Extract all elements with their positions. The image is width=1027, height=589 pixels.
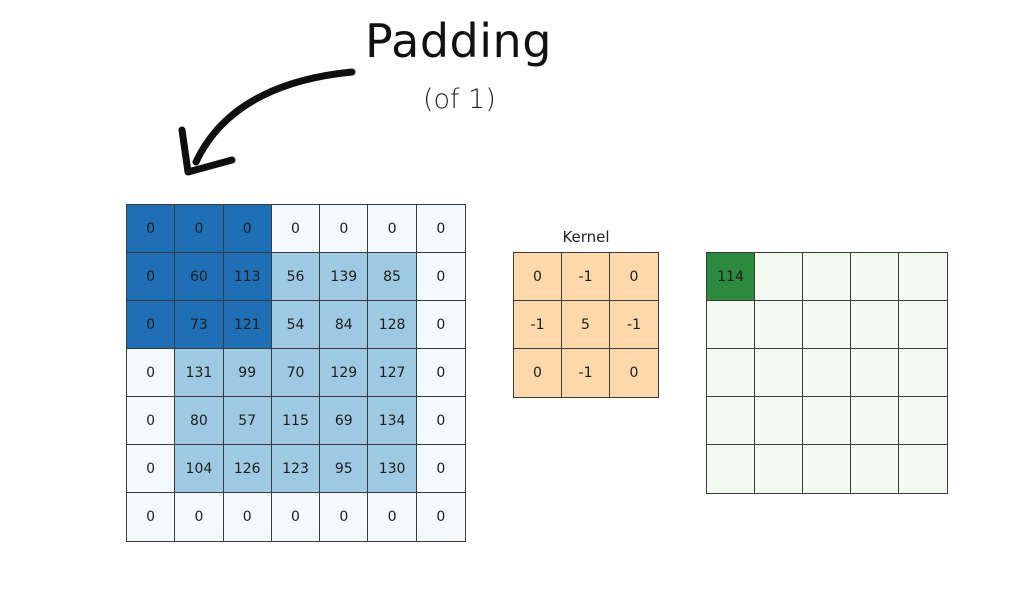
input-cell: 139 (320, 253, 369, 301)
output-cell (707, 445, 755, 493)
input-cell: 80 (175, 397, 224, 445)
output-cell (707, 397, 755, 445)
input-cell: 85 (368, 253, 417, 301)
output-cell (803, 349, 851, 397)
input-cell: 0 (416, 253, 465, 301)
diagram-title: Padding (365, 14, 552, 68)
input-cell: 115 (271, 397, 321, 445)
output-cell (851, 397, 899, 445)
input-cell: 56 (271, 253, 321, 301)
input-cell: 0 (271, 205, 321, 253)
input-cell: 0 (368, 205, 417, 253)
kernel-cell: 0 (610, 253, 658, 301)
input-cell: 95 (320, 445, 369, 493)
output-cell (899, 253, 947, 301)
input-cell: 104 (175, 445, 224, 493)
input-cell: 60 (175, 253, 224, 301)
output-cell (899, 445, 947, 493)
output-cell (803, 445, 851, 493)
output-cell (899, 301, 947, 349)
input-cell: 121 (223, 301, 272, 349)
output-cell (851, 349, 899, 397)
output-cell: 114 (707, 253, 755, 301)
input-cell: 0 (127, 349, 176, 397)
input-cell: 0 (416, 397, 465, 445)
input-cell: 130 (368, 445, 417, 493)
input-cell: 0 (416, 445, 465, 493)
output-cell (755, 445, 803, 493)
input-cell: 0 (223, 493, 272, 541)
input-cell: 73 (175, 301, 224, 349)
input-cell: 99 (223, 349, 272, 397)
output-cell (707, 301, 755, 349)
input-cell: 128 (368, 301, 417, 349)
input-cell: 113 (223, 253, 272, 301)
diagram-subtitle: (of 1) (423, 84, 496, 115)
output-cell (755, 301, 803, 349)
input-cell: 0 (416, 349, 465, 397)
output-cell (755, 397, 803, 445)
input-cell: 134 (368, 397, 417, 445)
output-cell (803, 301, 851, 349)
input-cell: 0 (416, 205, 465, 253)
input-cell: 0 (127, 253, 176, 301)
output-cell (851, 301, 899, 349)
kernel-cell: 0 (514, 349, 562, 397)
input-cell: 126 (223, 445, 272, 493)
input-cell: 69 (320, 397, 369, 445)
input-cell: 0 (175, 493, 224, 541)
input-cell: 0 (127, 301, 176, 349)
output-cell (851, 445, 899, 493)
output-cell (707, 349, 755, 397)
input-cell: 84 (320, 301, 369, 349)
output-grid: 114 (706, 252, 948, 494)
input-cell: 0 (320, 205, 369, 253)
output-cell (803, 397, 851, 445)
input-cell: 0 (127, 493, 176, 541)
kernel-cell: -1 (562, 349, 610, 397)
input-cell: 0 (127, 445, 176, 493)
input-cell: 57 (223, 397, 272, 445)
input-cell: 0 (127, 397, 176, 445)
input-cell: 129 (320, 349, 369, 397)
input-cell: 0 (223, 205, 272, 253)
input-cell: 127 (368, 349, 417, 397)
input-cell: 70 (271, 349, 321, 397)
curved-arrow-icon (178, 68, 356, 176)
output-cell (755, 349, 803, 397)
kernel-cell: 5 (562, 301, 610, 349)
input-cell: 0 (127, 205, 176, 253)
output-cell (851, 253, 899, 301)
kernel-label: Kernel (562, 228, 610, 246)
input-cell: 54 (271, 301, 321, 349)
input-cell: 0 (416, 493, 465, 541)
input-cell: 0 (175, 205, 224, 253)
output-cell (899, 349, 947, 397)
input-cell: 0 (271, 493, 321, 541)
input-cell: 131 (175, 349, 224, 397)
kernel-cell: -1 (562, 253, 610, 301)
output-cell (803, 253, 851, 301)
output-cell (899, 397, 947, 445)
kernel-cell: -1 (610, 301, 658, 349)
kernel-cell: 0 (610, 349, 658, 397)
kernel-cell: -1 (514, 301, 562, 349)
kernel-cell: 0 (514, 253, 562, 301)
input-cell: 0 (320, 493, 369, 541)
input-cell: 123 (271, 445, 321, 493)
input-cell: 0 (416, 301, 465, 349)
input-cell: 0 (368, 493, 417, 541)
output-cell (755, 253, 803, 301)
